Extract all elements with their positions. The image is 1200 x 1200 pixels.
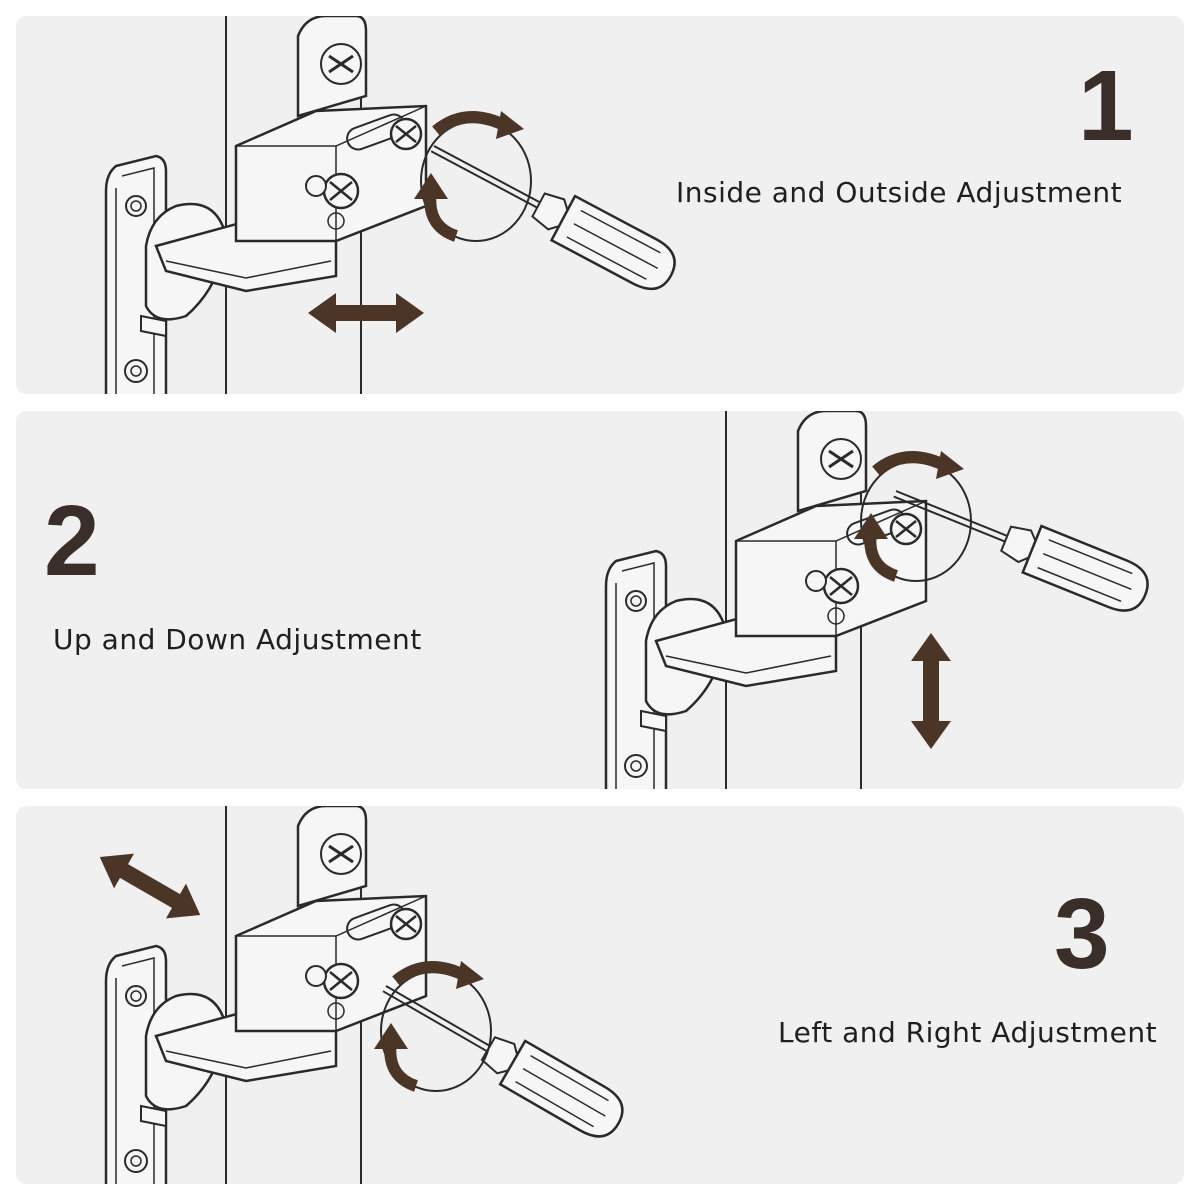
step-number: 3 [1054,878,1110,990]
double-arrow-icon [308,293,424,333]
hinge-icon [604,411,1156,789]
rotation-arrow-icon [414,111,531,241]
step-1-panel: 1 Inside and Outside Adjustment [16,16,1184,394]
step-number: 1 [1078,50,1134,162]
step-number: 2 [44,485,100,597]
step-caption: Up and Down Adjustment [53,623,422,656]
step-3-panel: 3 Left and Right Adjustment [16,806,1184,1184]
step-caption: Inside and Outside Adjustment [676,176,1123,209]
step-2-panel: 2 Up and Down Adjustment [16,411,1184,789]
double-arrow-icon [911,633,951,749]
double-arrow-icon [89,839,211,933]
screwdriver-icon [419,125,684,299]
hinge-icon [89,806,633,1184]
step-caption: Left and Right Adjustment [778,1016,1158,1049]
